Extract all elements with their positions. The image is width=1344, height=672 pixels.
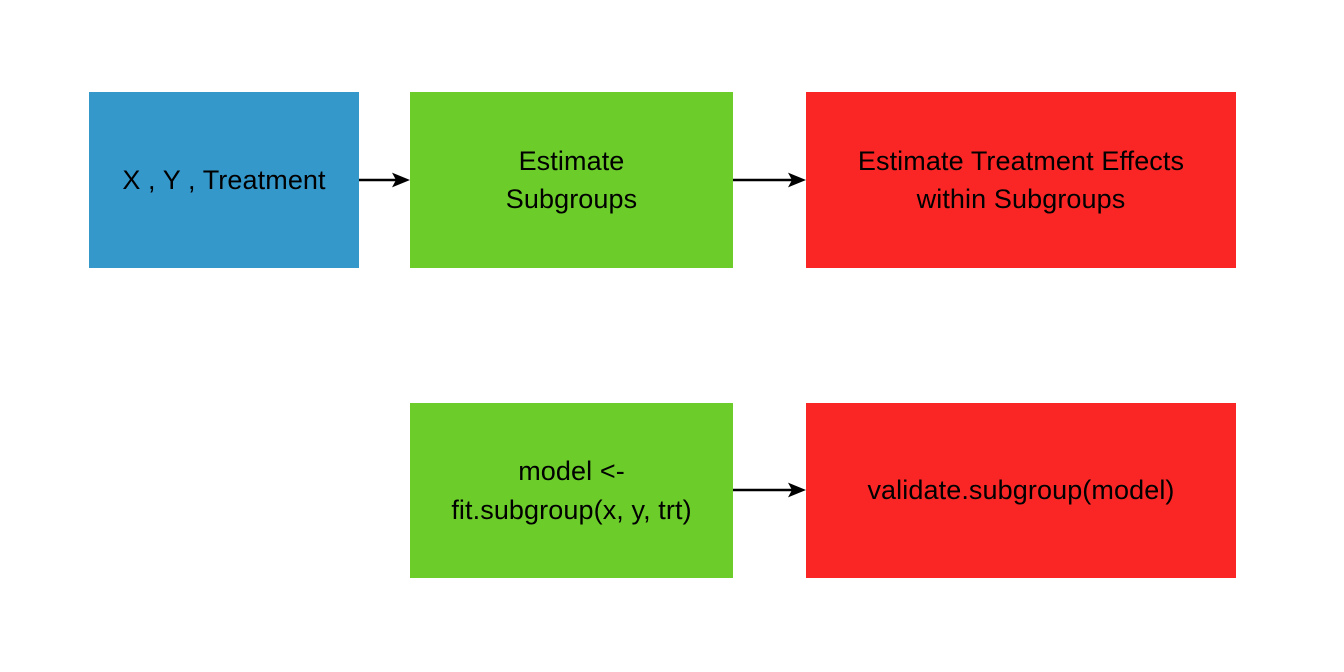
arrow-fit-subgroup-to-validate-subgroup [733, 482, 806, 498]
node-validate-subgroup-code[interactable]: validate.subgroup(model) [806, 403, 1236, 578]
arrow-estimate-subgroups-to-estimate-effects [733, 172, 806, 188]
node-input-data[interactable]: X , Y , Treatment [89, 92, 359, 268]
node-fit-subgroup-code[interactable]: model <- fit.subgroup(x, y, trt) [410, 403, 733, 578]
node-estimate-subgroups[interactable]: Estimate Subgroups [410, 92, 733, 268]
arrow-input-data-to-estimate-subgroups [359, 172, 410, 188]
node-estimate-treatment-effects[interactable]: Estimate Treatment Effects within Subgro… [806, 92, 1236, 268]
